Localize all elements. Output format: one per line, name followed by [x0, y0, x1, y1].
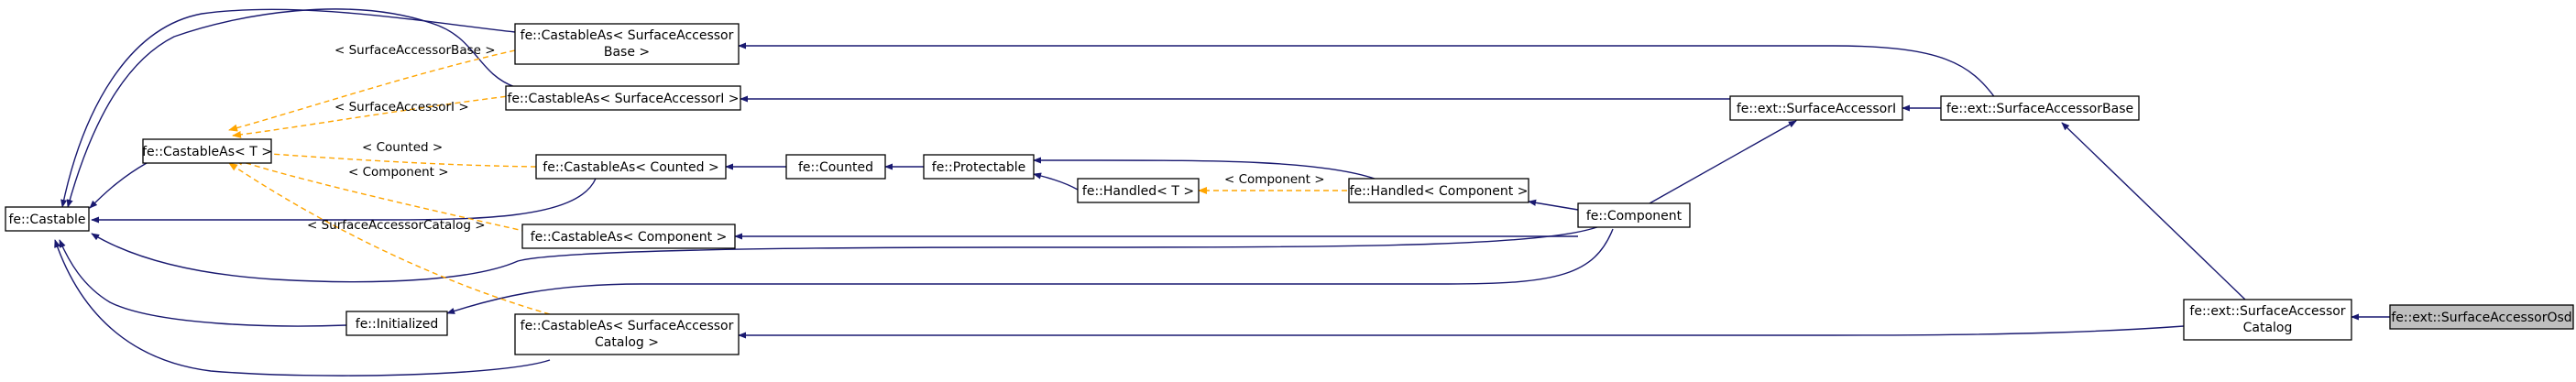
node-counted[interactable]: fe::Counted [785, 154, 886, 180]
edge-label-handled-component: < Component > [1224, 172, 1325, 187]
node-castableas-surfaceaccessorbase[interactable]: fe::CastableAs< SurfaceAccessor Base > [514, 23, 740, 65]
edge-component-to-handled-component [1528, 199, 1579, 211]
inheritance-edges [54, 8, 2390, 377]
nodes: fe::Castable fe::CastableAs< T > fe::Ini… [5, 23, 2574, 355]
edge-handled-component-to-protectable [1033, 157, 1376, 180]
edge-component-to-initialized [446, 228, 1614, 314]
node-castableas-surfaceaccessori-label: fe::CastableAs< SurfaceAccessorI > [507, 92, 739, 106]
node-castable-t-label: fe::CastableAs< T > [142, 145, 272, 159]
node-castable-label: fe::Castable [8, 213, 85, 227]
edge-label-counted: < Counted > [362, 140, 443, 155]
template-edge-ca-sai [232, 94, 516, 138]
template-edge-ca-sab [228, 49, 516, 132]
node-handled-component-label: fe::Handled< Component > [1350, 184, 1529, 199]
node-initialized-label: fe::Initialized [356, 317, 438, 332]
edge-sac-to-ca-sac [738, 325, 2185, 339]
node-surfaceaccessorosd-label: fe::ext::SurfaceAccessorOsd [2391, 311, 2571, 325]
node-handled-t[interactable]: fe::Handled< T > [1077, 178, 1200, 203]
node-initialized[interactable]: fe::Initialized [345, 311, 448, 336]
node-castableas-surfaceaccessori[interactable]: fe::CastableAs< SurfaceAccessorI > [505, 85, 741, 111]
edge-castable-t-to-castable [89, 162, 148, 209]
node-castable[interactable]: fe::Castable [5, 206, 90, 232]
edge-component-to-sai [1649, 120, 1797, 204]
node-surfaceaccessori[interactable]: fe::ext::SurfaceAccessorI [1729, 95, 1903, 121]
node-castableas-counted[interactable]: fe::CastableAs< Counted > [535, 154, 727, 180]
node-castableas-surfaceaccessorcatalog[interactable]: fe::CastableAs< SurfaceAccessor Catalog … [514, 313, 740, 355]
node-castableas-component[interactable]: fe::CastableAs< Component > [521, 224, 736, 249]
template-edge-ca-component [234, 158, 537, 235]
edge-label-surfaceaccessorcatalog: < SurfaceAccessorCatalog > [307, 218, 486, 233]
node-castable-t[interactable]: fe::CastableAs< T > [142, 138, 272, 164]
edge-initialized-to-castable [59, 239, 347, 327]
node-surfaceaccessorcatalog[interactable]: fe::ext::SurfaceAccessor Catalog [2183, 299, 2352, 341]
edge-ca-counted-to-castable [91, 178, 597, 224]
node-surfaceaccessorosd[interactable]: fe::ext::SurfaceAccessorOsd [2389, 304, 2574, 330]
node-castableas-surfaceaccessorbase-line2: Base > [604, 45, 650, 60]
edge-labels: < SurfaceAccessorBase > < SurfaceAccesso… [307, 43, 1325, 233]
node-component-label: fe::Component [1586, 209, 1683, 224]
edge-label-surfaceaccessorbase: < SurfaceAccessorBase > [334, 43, 496, 58]
template-edge-ca-sac [228, 162, 551, 315]
node-component[interactable]: fe::Component [1577, 202, 1691, 228]
template-edges [228, 49, 1375, 315]
edge-sab-to-ca-sab [738, 42, 1997, 100]
edge-ca-component-to-castable [91, 219, 1614, 283]
node-handled-component[interactable]: fe::Handled< Component > [1348, 178, 1529, 203]
node-surfaceaccessorcatalog-line1: fe::ext::SurfaceAccessor [2189, 304, 2345, 319]
edge-sac-to-sab [2061, 122, 2246, 300]
node-surfaceaccessorcatalog-line2: Catalog [2243, 321, 2293, 335]
edge-label-component: < Component > [348, 165, 449, 180]
edge-ca-sai-to-castable [66, 8, 516, 208]
edge-handled-t-to-protectable [1033, 172, 1079, 191]
node-protectable-label: fe::Protectable [932, 160, 1025, 175]
edge-label-surfaceaccessori: < SurfaceAccessorI > [334, 100, 469, 115]
node-castableas-surfaceaccessorcatalog-line1: fe::CastableAs< SurfaceAccessor [521, 319, 734, 333]
node-handled-t-label: fe::Handled< T > [1082, 184, 1194, 199]
node-castableas-surfaceaccessorcatalog-line2: Catalog > [595, 335, 659, 350]
node-surfaceaccessorbase[interactable]: fe::ext::SurfaceAccessorBase [1940, 95, 2140, 121]
node-protectable[interactable]: fe::Protectable [923, 154, 1035, 180]
node-castableas-counted-label: fe::CastableAs< Counted > [543, 160, 718, 175]
node-castableas-surfaceaccessorbase-line1: fe::CastableAs< SurfaceAccessor [521, 28, 734, 43]
node-surfaceaccessorbase-label: fe::ext::SurfaceAccessorBase [1946, 102, 2133, 116]
node-castableas-component-label: fe::CastableAs< Component > [531, 230, 728, 245]
node-counted-label: fe::Counted [798, 160, 873, 175]
edge-ca-sac-to-castable [54, 239, 551, 377]
node-surfaceaccessori-label: fe::ext::SurfaceAccessorI [1737, 102, 1896, 116]
